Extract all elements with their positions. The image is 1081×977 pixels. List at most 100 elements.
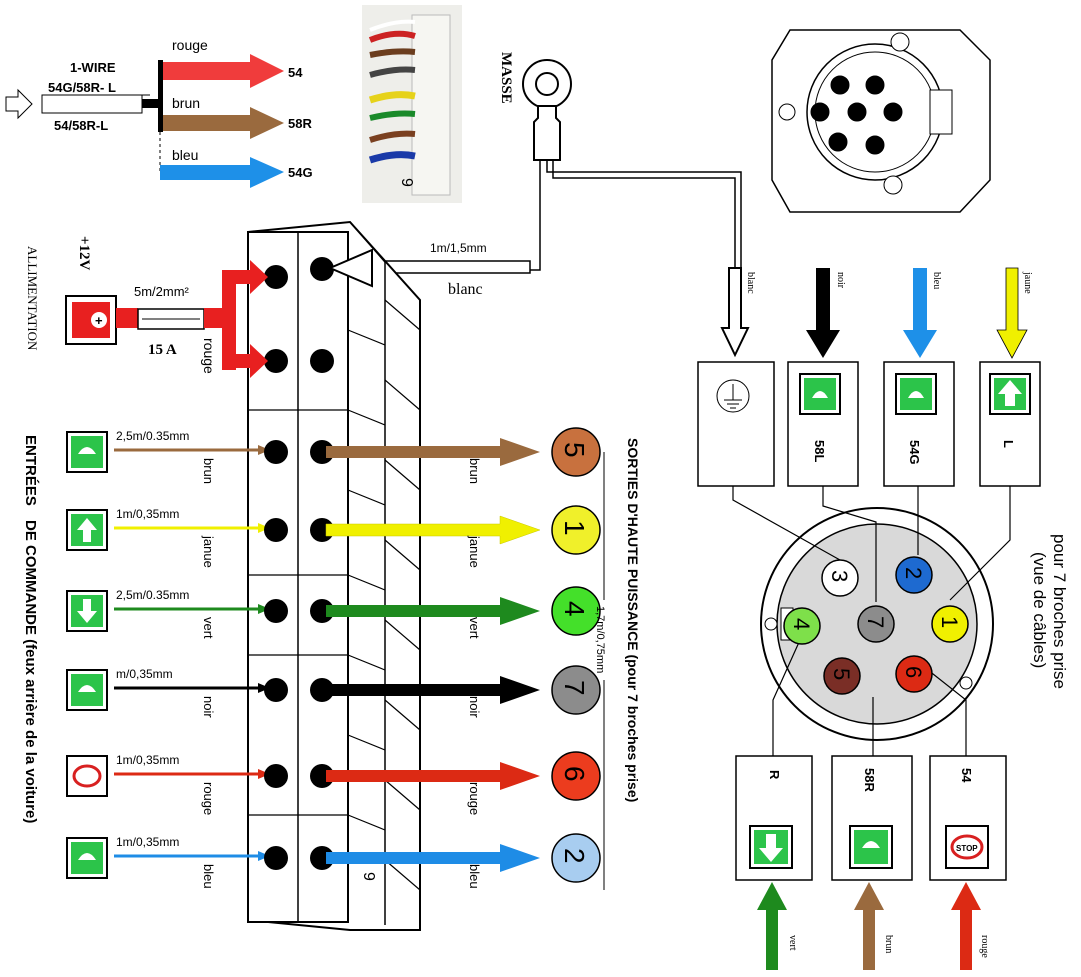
left-turn-icon	[998, 380, 1022, 406]
bottom-wire-name: vert	[787, 935, 798, 951]
ground-cable-color: blanc	[448, 281, 483, 298]
legend-input-line2: 54G/58R- L	[48, 80, 116, 95]
output-pin-number: 7	[559, 680, 590, 696]
output-wire-color: vert	[467, 617, 482, 639]
output-pin-circle	[551, 751, 601, 801]
output-arrow	[326, 762, 540, 790]
io-row: 1 1m/0,35mm janue janue	[66, 505, 601, 568]
power-12v-label: +12V	[76, 236, 92, 271]
bottom-wire-arrow	[757, 882, 787, 970]
top-wire-name: blanc	[745, 272, 756, 294]
photo-pin-label: 9	[398, 178, 415, 187]
power-supply: +12V ALLIMENTATION + 5m/2mm² 15 A rouge	[25, 236, 268, 378]
input-wire-color: rouge	[201, 782, 216, 815]
output-wire-color: brun	[467, 458, 482, 484]
output-wire-color: noir	[467, 696, 482, 718]
ground-wire-arrow	[720, 267, 750, 358]
legend-input-line3: 54/58R-L	[54, 118, 108, 133]
output-pin-circle	[551, 665, 601, 715]
output-arrow	[325, 515, 541, 545]
output-pin-number: 4	[559, 601, 590, 617]
socket-title-line2: (vue de câbles)	[1030, 552, 1049, 668]
top-box-label: L	[1001, 440, 1016, 448]
top-wire-arrow	[806, 268, 840, 358]
socket-pin-number: 1	[937, 616, 962, 628]
input-wire-color: vert	[201, 617, 216, 639]
top-wire-name: jaune	[1022, 271, 1033, 294]
socket-pin-label: 2	[871, 141, 877, 152]
inputs-title-part2: DE COMMANDE (feux arrière de la voiture)	[22, 520, 39, 823]
socket-pin-number: 4	[789, 618, 814, 630]
input-wire-color: janue	[201, 535, 216, 568]
output-pin-number: 6	[559, 766, 590, 782]
output-pin-circle	[551, 833, 601, 883]
outputs-title: SORTIES D'HAUTE PUISSANCE (pour 7 broche…	[625, 438, 641, 802]
legend-wire-name: bleu	[172, 147, 198, 163]
fuse-label: 15 A	[148, 342, 177, 358]
bottom-wire-arrow	[951, 882, 981, 970]
socket-pin-number: 5	[829, 668, 854, 680]
legend-blue-arrow	[160, 157, 284, 188]
output-arrow	[326, 438, 540, 466]
inputs-title-part1: ENTRÉES	[22, 435, 39, 506]
power-alim-label: ALLIMENTATION	[25, 246, 40, 351]
socket-pin-label: 5	[836, 81, 842, 92]
bottom-wire-arrow	[854, 882, 884, 970]
top-wire-name: bleu	[931, 272, 942, 289]
input-wire-color: bleu	[201, 864, 216, 889]
power-wire-color: rouge	[201, 338, 217, 374]
output-pin-circle	[551, 505, 601, 555]
svg-text:STOP: STOP	[956, 844, 978, 853]
output-pin-circle	[551, 586, 601, 636]
socket-pin-label: 4	[816, 108, 822, 119]
output-pin-number: 1	[559, 520, 590, 536]
outputs-cable-label: 1,7m/0,75mm	[594, 606, 606, 673]
bottom-box-label: R	[767, 770, 782, 780]
socket-pin-label: 1	[889, 108, 895, 119]
top-wire-arrow	[903, 268, 937, 358]
bottom-boxes: STOP R 58R 54 vert brun rouge	[735, 755, 1007, 970]
bottom-box-label: 58R	[862, 768, 877, 792]
input-cable-label: 2,5m/0.35mm	[116, 588, 189, 602]
power-cable-label: 5m/2mm²	[134, 284, 190, 299]
input-arrow-icon	[5, 88, 33, 120]
connector-photo: 9	[362, 5, 462, 203]
input-cable-label: m/0,35mm	[116, 667, 173, 681]
bottom-wire-name: brun	[883, 935, 894, 953]
masse-label: MASSE	[498, 52, 514, 104]
output-arrow	[326, 676, 540, 704]
socket-title-line1: pour 7 broches prise	[1050, 534, 1069, 689]
socket-pin-number: 2	[901, 567, 926, 579]
socket-drawing	[771, 29, 991, 213]
input-cable-label: 1m/0,35mm	[116, 507, 179, 521]
58r-icon	[862, 841, 880, 848]
socket-big-pin-labels: 3 2 4 7 1 5 6	[789, 567, 962, 680]
right-turn-icon	[759, 834, 783, 862]
io-row: 6 1m/0,35mm rouge rouge	[66, 751, 601, 815]
input-cable-label: 1m/0,35mm	[116, 753, 179, 767]
top-wire-arrow	[996, 267, 1028, 359]
output-wire-color: rouge	[467, 782, 482, 815]
top-box-label: 58L	[812, 440, 827, 462]
output-arrow	[326, 844, 540, 872]
stop-icon	[950, 834, 984, 860]
input-cable-label: 2,5m/0.35mm	[116, 429, 189, 443]
legend-wire-name: rouge	[172, 37, 208, 53]
legend-wire-target: 54	[288, 65, 303, 80]
socket-pin-labels: 5 6 4 7 1 3 2	[816, 81, 895, 152]
socket-pin-number: 3	[827, 570, 852, 582]
legend-red-arrow	[163, 54, 284, 88]
output-wire-color: janue	[467, 535, 482, 568]
top-boxes: 58L 54G L blanc noir bleu jaune	[697, 267, 1041, 487]
top-wire-name: noir	[835, 272, 846, 289]
block-pin-label: 9	[360, 872, 377, 881]
legend-input-line1: 1-WIRE	[70, 60, 116, 75]
bottom-box-label: 54	[959, 768, 974, 783]
socket-pin-label: 6	[871, 81, 877, 92]
socket-pin-label: 3	[834, 138, 840, 149]
socket-pin-number: 7	[863, 616, 888, 628]
ground-cable-length: 1m/1,5mm	[430, 241, 487, 255]
